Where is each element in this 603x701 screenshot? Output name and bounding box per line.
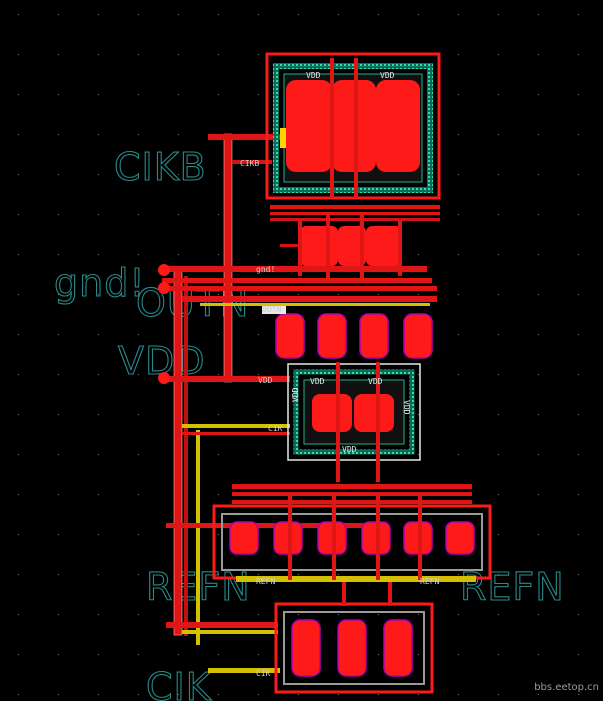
guard-label-top-a: VDD bbox=[306, 71, 321, 80]
middle-guarded-block[interactable]: VDD VDD VDD VDD VDD bbox=[287, 362, 421, 482]
guard-label-top-b: VDD bbox=[380, 71, 395, 80]
guard-label-mid-top-b: VDD bbox=[368, 377, 383, 386]
guard-label-mid-right: VDD bbox=[402, 400, 411, 415]
watermark: bbs.eetop.cn bbox=[534, 682, 599, 693]
horizontal-buses[interactable] bbox=[162, 205, 472, 673]
four-transistor-row[interactable] bbox=[262, 306, 433, 359]
six-transistor-row[interactable] bbox=[212, 496, 492, 582]
second-transistor-block[interactable] bbox=[280, 214, 402, 278]
big-label-cikb: CIKB bbox=[114, 145, 207, 189]
pin-label-gnd: gnd! bbox=[256, 265, 275, 274]
big-label-gnd: gnd! bbox=[54, 261, 146, 305]
big-label-refn-right: REFN bbox=[460, 565, 565, 609]
pin-label-refn-left: REFN bbox=[256, 577, 275, 586]
pin-dots[interactable] bbox=[158, 264, 170, 384]
guard-label-mid-left: VDD bbox=[291, 387, 300, 402]
bottom-transistor-block[interactable] bbox=[274, 582, 434, 694]
guard-label-mid-top-a: VDD bbox=[310, 377, 325, 386]
pin-label-cik-bottom: CIK bbox=[256, 669, 271, 678]
guard-label-mid-bottom: VDD bbox=[342, 445, 357, 454]
big-label-cik: CIK bbox=[146, 665, 212, 701]
pin-label-cik-mid: CIK bbox=[268, 424, 283, 433]
top-transistor-block[interactable]: VDD VDD bbox=[265, 52, 441, 200]
pin-label-refn-right: REFN bbox=[420, 577, 439, 586]
pin-label-vdd: VDD bbox=[258, 376, 273, 385]
pin-label-outn: OUTN bbox=[262, 305, 281, 314]
pin-label-cikb: CIKB bbox=[240, 159, 259, 168]
